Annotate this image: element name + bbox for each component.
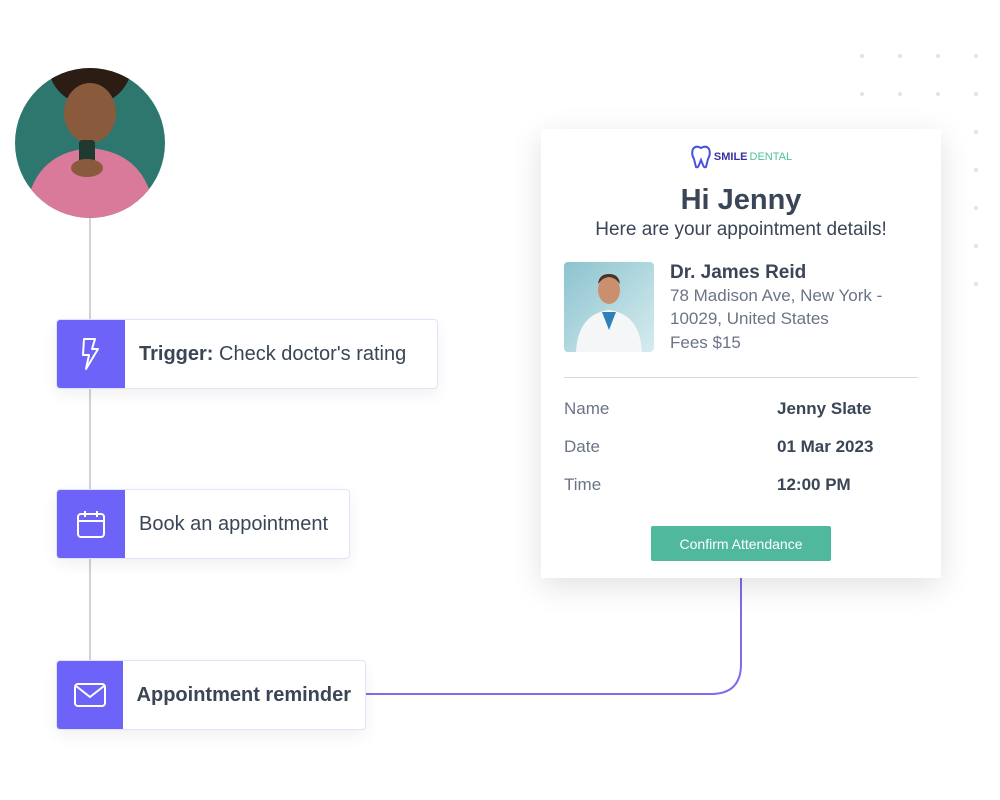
doctor-address-line1: 78 Madison Ave, New York - [670, 286, 883, 305]
step-label: Appointment reminder [136, 683, 351, 706]
doctor-address-line2: 10029, United States [670, 309, 829, 328]
doctor-photo [564, 262, 654, 352]
mail-icon [57, 661, 123, 729]
dot [860, 92, 864, 96]
step-trigger[interactable]: Trigger: Check doctor's rating [56, 319, 438, 389]
workflow-line [89, 215, 91, 665]
smile-dental-logo: SMILE DENTAL [541, 145, 941, 169]
dot [898, 54, 902, 58]
dot [936, 92, 940, 96]
doctor-name: Dr. James Reid [670, 262, 807, 283]
subtitle: Here are your appointment details! [595, 219, 887, 240]
appointment-email-card: SMILE DENTAL Hi Jenny Here are your appo… [541, 129, 941, 578]
step-label-bold: Trigger: [139, 342, 214, 365]
detail-label: Name [564, 399, 610, 418]
detail-value: 01 Mar 2023 [777, 437, 874, 456]
step-label: Check doctor's rating [213, 342, 407, 365]
detail-value: Jenny Slate [777, 399, 872, 418]
divider [564, 377, 918, 378]
tooth-icon [691, 145, 711, 169]
user-avatar [15, 68, 165, 218]
step-appointment-reminder[interactable]: Appointment reminder [56, 660, 366, 730]
confirm-attendance-button[interactable]: Confirm Attendance [651, 526, 831, 561]
dot [974, 168, 978, 172]
step-label: Book an appointment [139, 512, 329, 535]
dot [974, 130, 978, 134]
detail-label: Time [564, 475, 602, 494]
dot [898, 92, 902, 96]
dot [974, 244, 978, 248]
dot [974, 206, 978, 210]
dot [974, 92, 978, 96]
step-book-appointment[interactable]: Book an appointment [56, 489, 350, 559]
detail-label: Date [564, 437, 600, 456]
doctor-fees: Fees $15 [670, 333, 741, 352]
calendar-icon [57, 490, 125, 558]
dot [936, 54, 940, 58]
lightning-icon [57, 320, 125, 388]
dot [974, 54, 978, 58]
detail-value: 12:00 PM [777, 475, 851, 494]
greeting: Hi Jenny [680, 184, 802, 216]
dot [860, 54, 864, 58]
dot [974, 282, 978, 286]
